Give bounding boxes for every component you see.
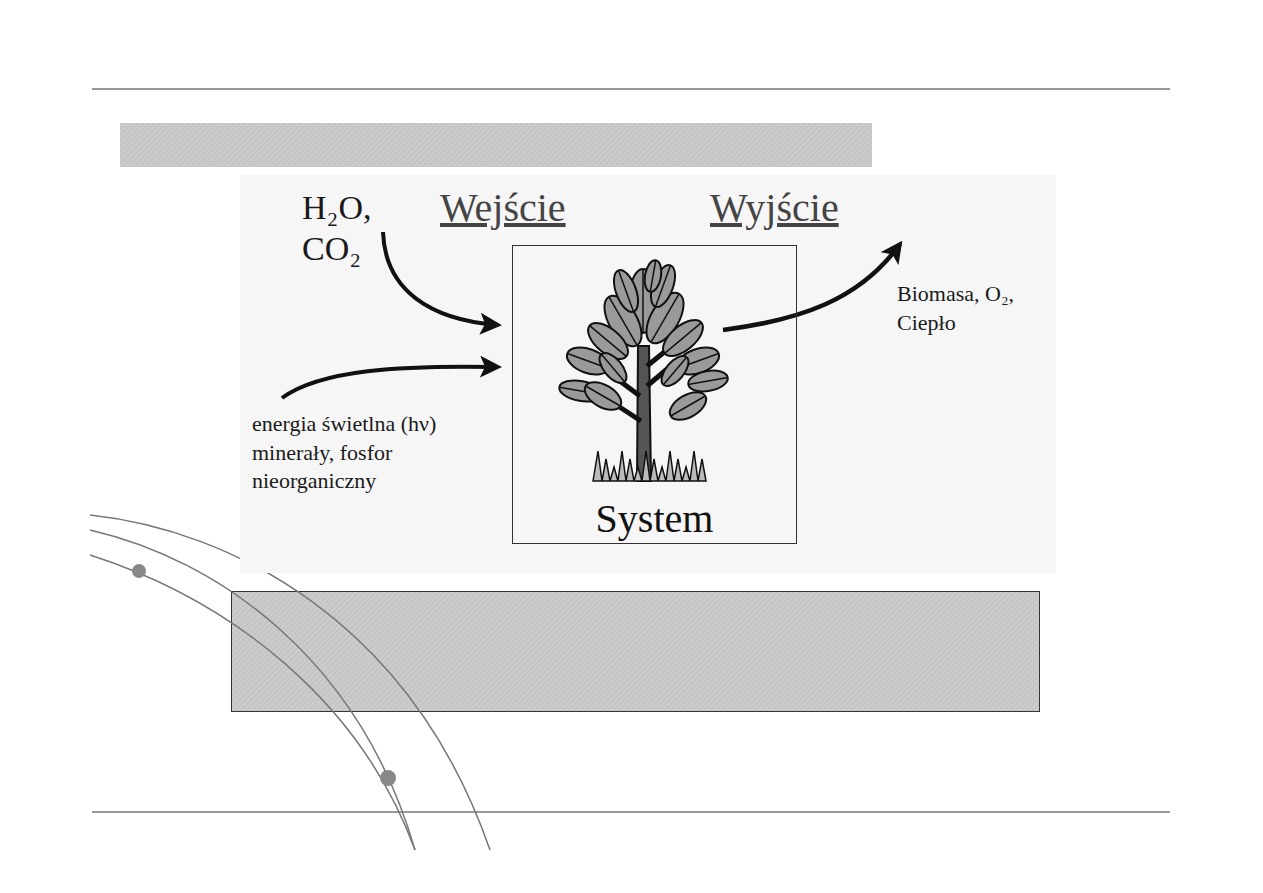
system-label: System xyxy=(513,497,796,541)
output-heading: Wyjście xyxy=(710,186,880,230)
input-energy: energia świetlna (hν) minerały, fosfor n… xyxy=(252,410,487,496)
bottom-rule xyxy=(92,812,1170,813)
input-heading: Wejście xyxy=(440,186,610,230)
input-chemicals: H₂O, CO₂ xyxy=(302,188,392,270)
system-box: System xyxy=(512,245,797,544)
title-band xyxy=(120,123,872,167)
output-arrow xyxy=(723,244,900,330)
top-rule xyxy=(92,89,1170,90)
input-arrow xyxy=(282,367,498,398)
input-arrow xyxy=(383,232,498,325)
output-products: Biomasa, O₂, Ciepło xyxy=(897,280,1027,337)
caption-box xyxy=(232,592,1040,712)
